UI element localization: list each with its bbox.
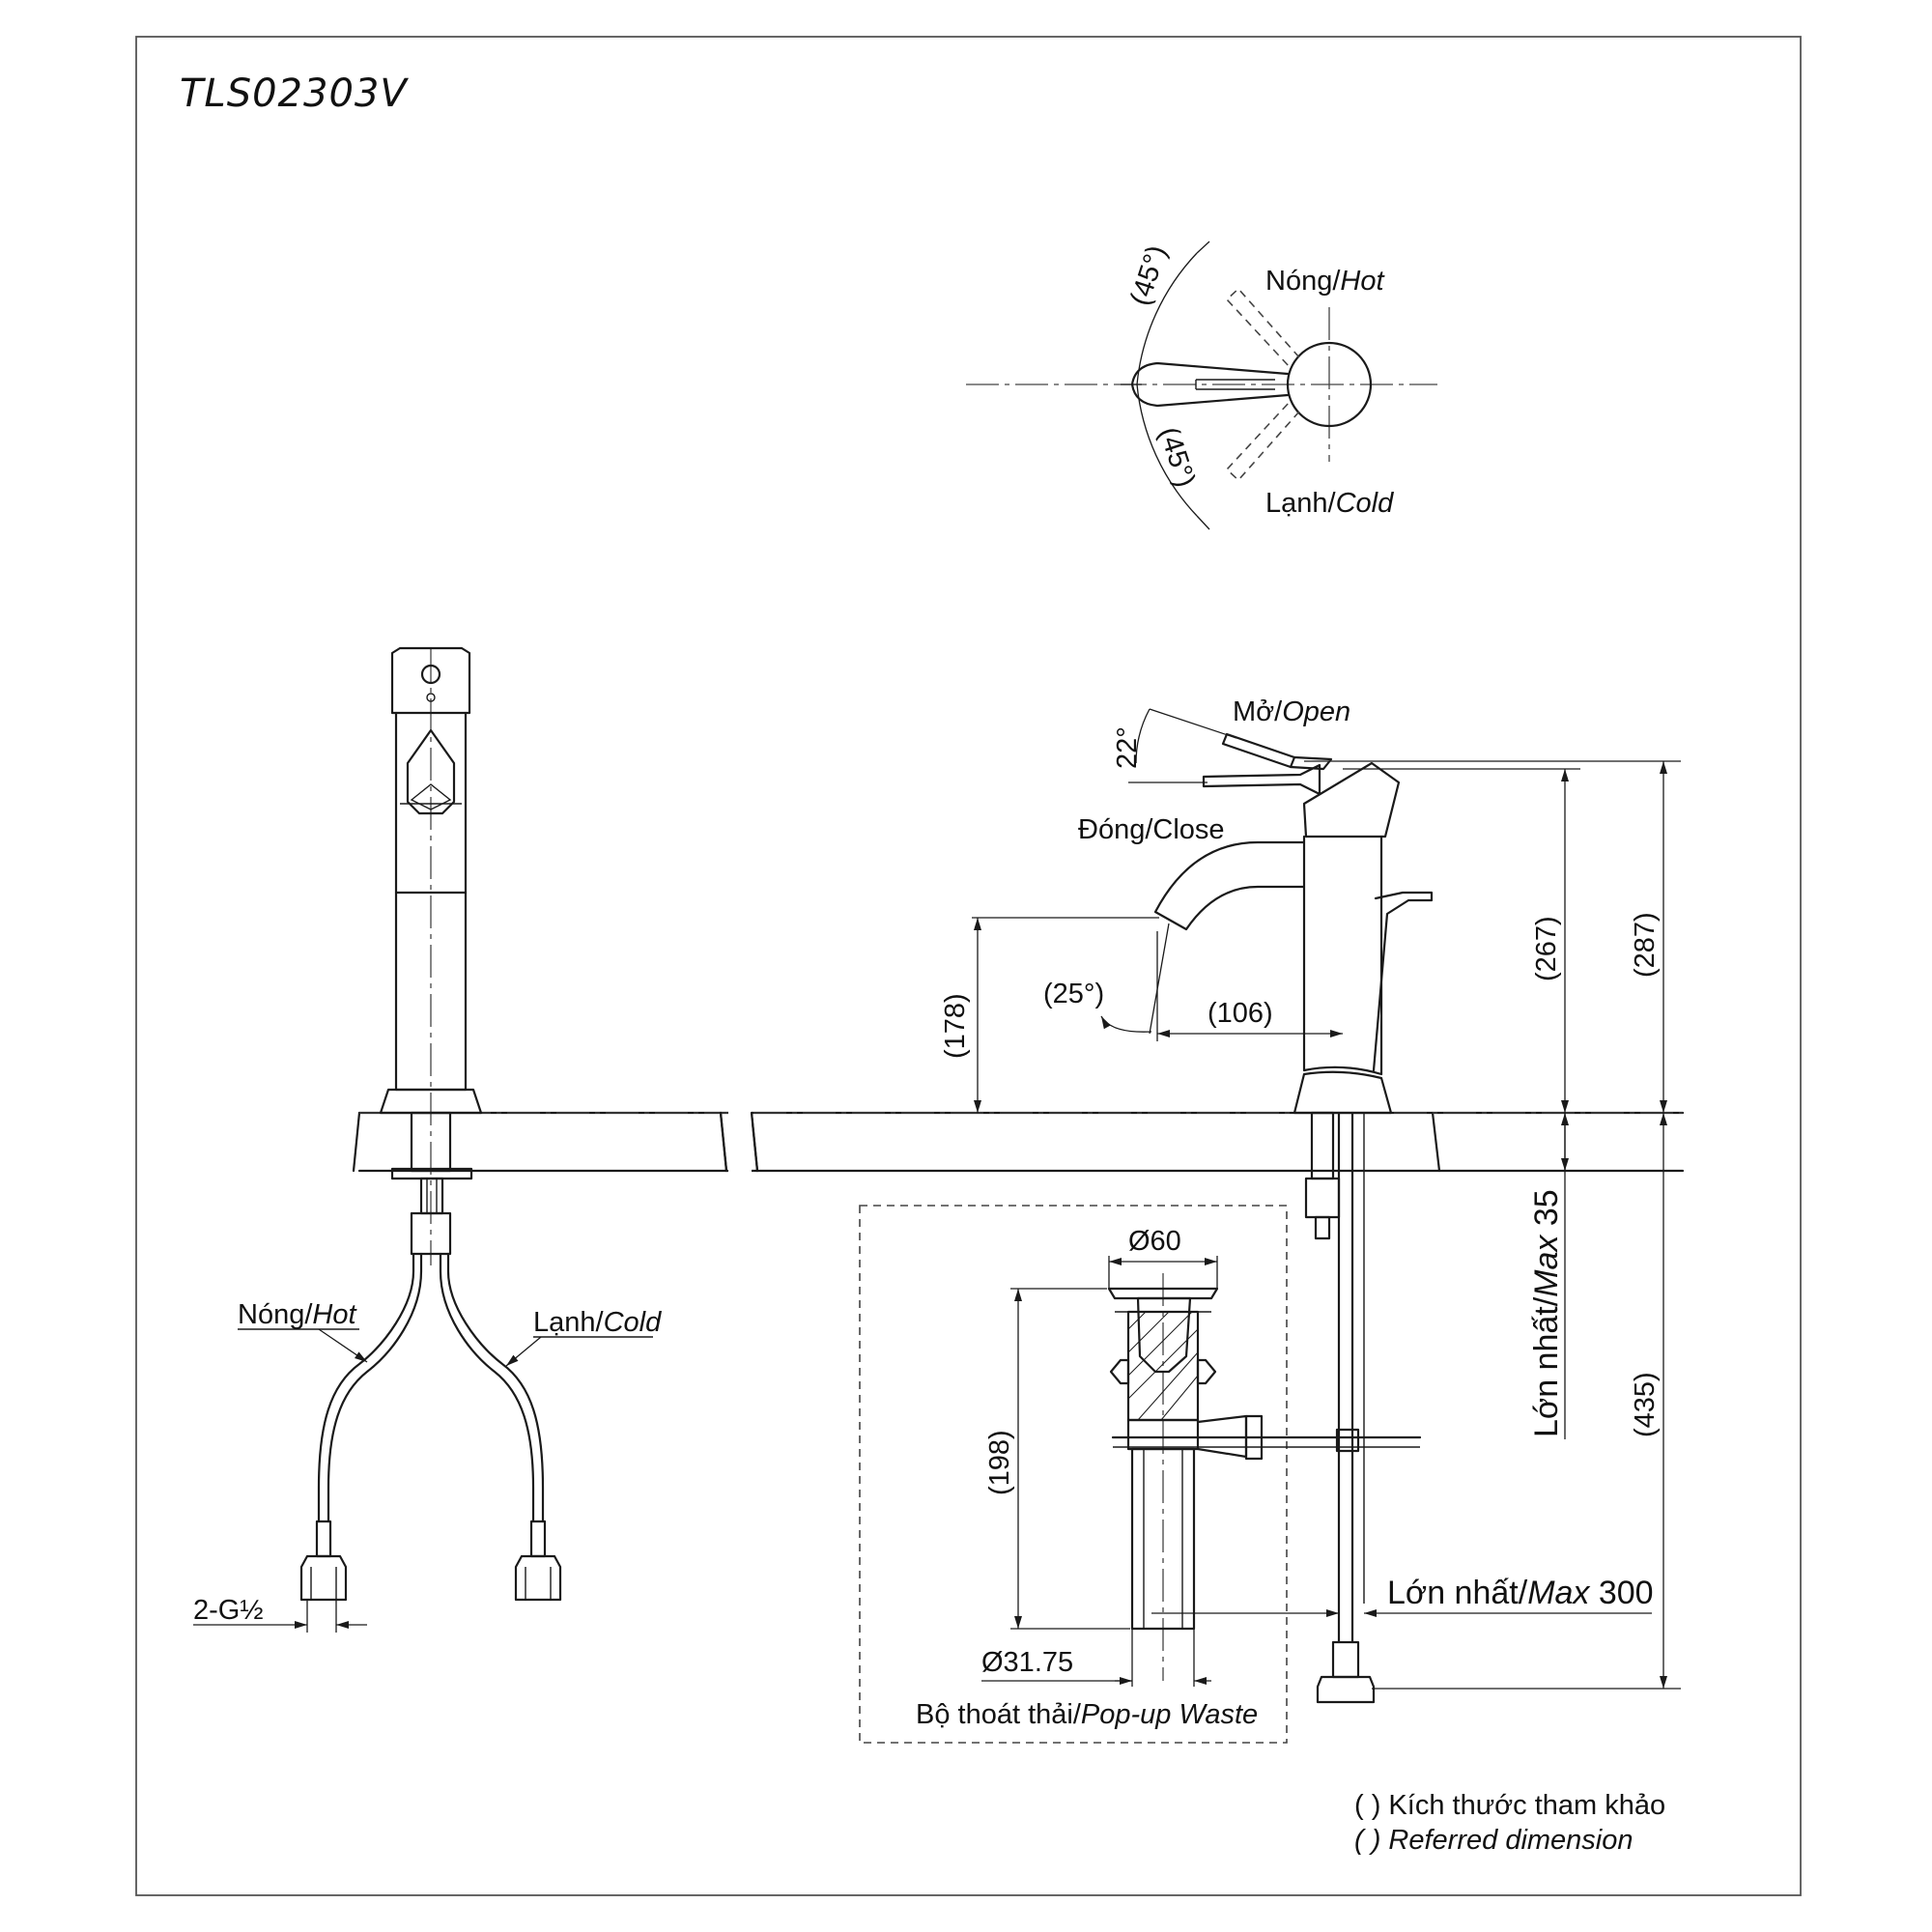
total-height-dim: (287) bbox=[1630, 912, 1661, 978]
lever-height-dim: (267) bbox=[1531, 916, 1562, 981]
angle-upper-label: (45°) bbox=[1124, 242, 1173, 309]
front-hot-label: Nóng/Hot bbox=[238, 1299, 357, 1330]
waste-height-dim: (198) bbox=[984, 1430, 1015, 1495]
popup-waste: Ø60 (198) Ø31.75 Bộ thoát thải/Pop-up Wa… bbox=[859, 1205, 1422, 1744]
close-label: Đóng/Close bbox=[1078, 814, 1225, 845]
spout-height-dim: (178) bbox=[940, 993, 971, 1059]
max-rod-dim: Lớn nhất/Max 300 bbox=[1387, 1575, 1654, 1611]
spout-angle-label: (25°) bbox=[1043, 979, 1104, 1009]
handle-rotation-view: Nóng/Hot Lạnh/Cold (45°) (45°) bbox=[966, 241, 1437, 530]
cold-label: Lạnh/Cold bbox=[1265, 488, 1394, 519]
angle-lower-label: (45°) bbox=[1152, 423, 1201, 491]
note-reference-en: ( ) Referred dimension bbox=[1354, 1825, 1634, 1856]
open-label: Mở/Open bbox=[1233, 696, 1350, 727]
model-number: TLS02303V bbox=[180, 71, 409, 116]
waste-caption: Bộ thoát thải/Pop-up Waste bbox=[916, 1699, 1258, 1730]
max-deck-dim: Lớn nhất/Max 35 bbox=[1528, 1189, 1565, 1437]
spout-reach-dim: (106) bbox=[1208, 998, 1273, 1029]
drawing-frame bbox=[135, 36, 1802, 1896]
front-cold-label: Lạnh/Cold bbox=[533, 1307, 662, 1338]
hot-label: Nóng/Hot bbox=[1265, 266, 1385, 297]
side-view: (178) (267) (287) (106) (25°) 22° Mở/Ope… bbox=[940, 696, 1681, 1704]
thread-size: 2-G½ bbox=[193, 1595, 264, 1626]
lever-angle-label: 22° bbox=[1112, 726, 1143, 769]
flange-diameter: Ø60 bbox=[1128, 1226, 1181, 1257]
tail-diameter: Ø31.75 bbox=[981, 1647, 1073, 1678]
below-deck-dim: (435) bbox=[1630, 1372, 1661, 1437]
front-view: Nóng/Hot Lạnh/Cold 2-G½ bbox=[193, 646, 662, 1633]
countertop bbox=[352, 1109, 1685, 1177]
note-reference-vi: ( ) Kích thước tham khảo bbox=[1354, 1790, 1665, 1821]
